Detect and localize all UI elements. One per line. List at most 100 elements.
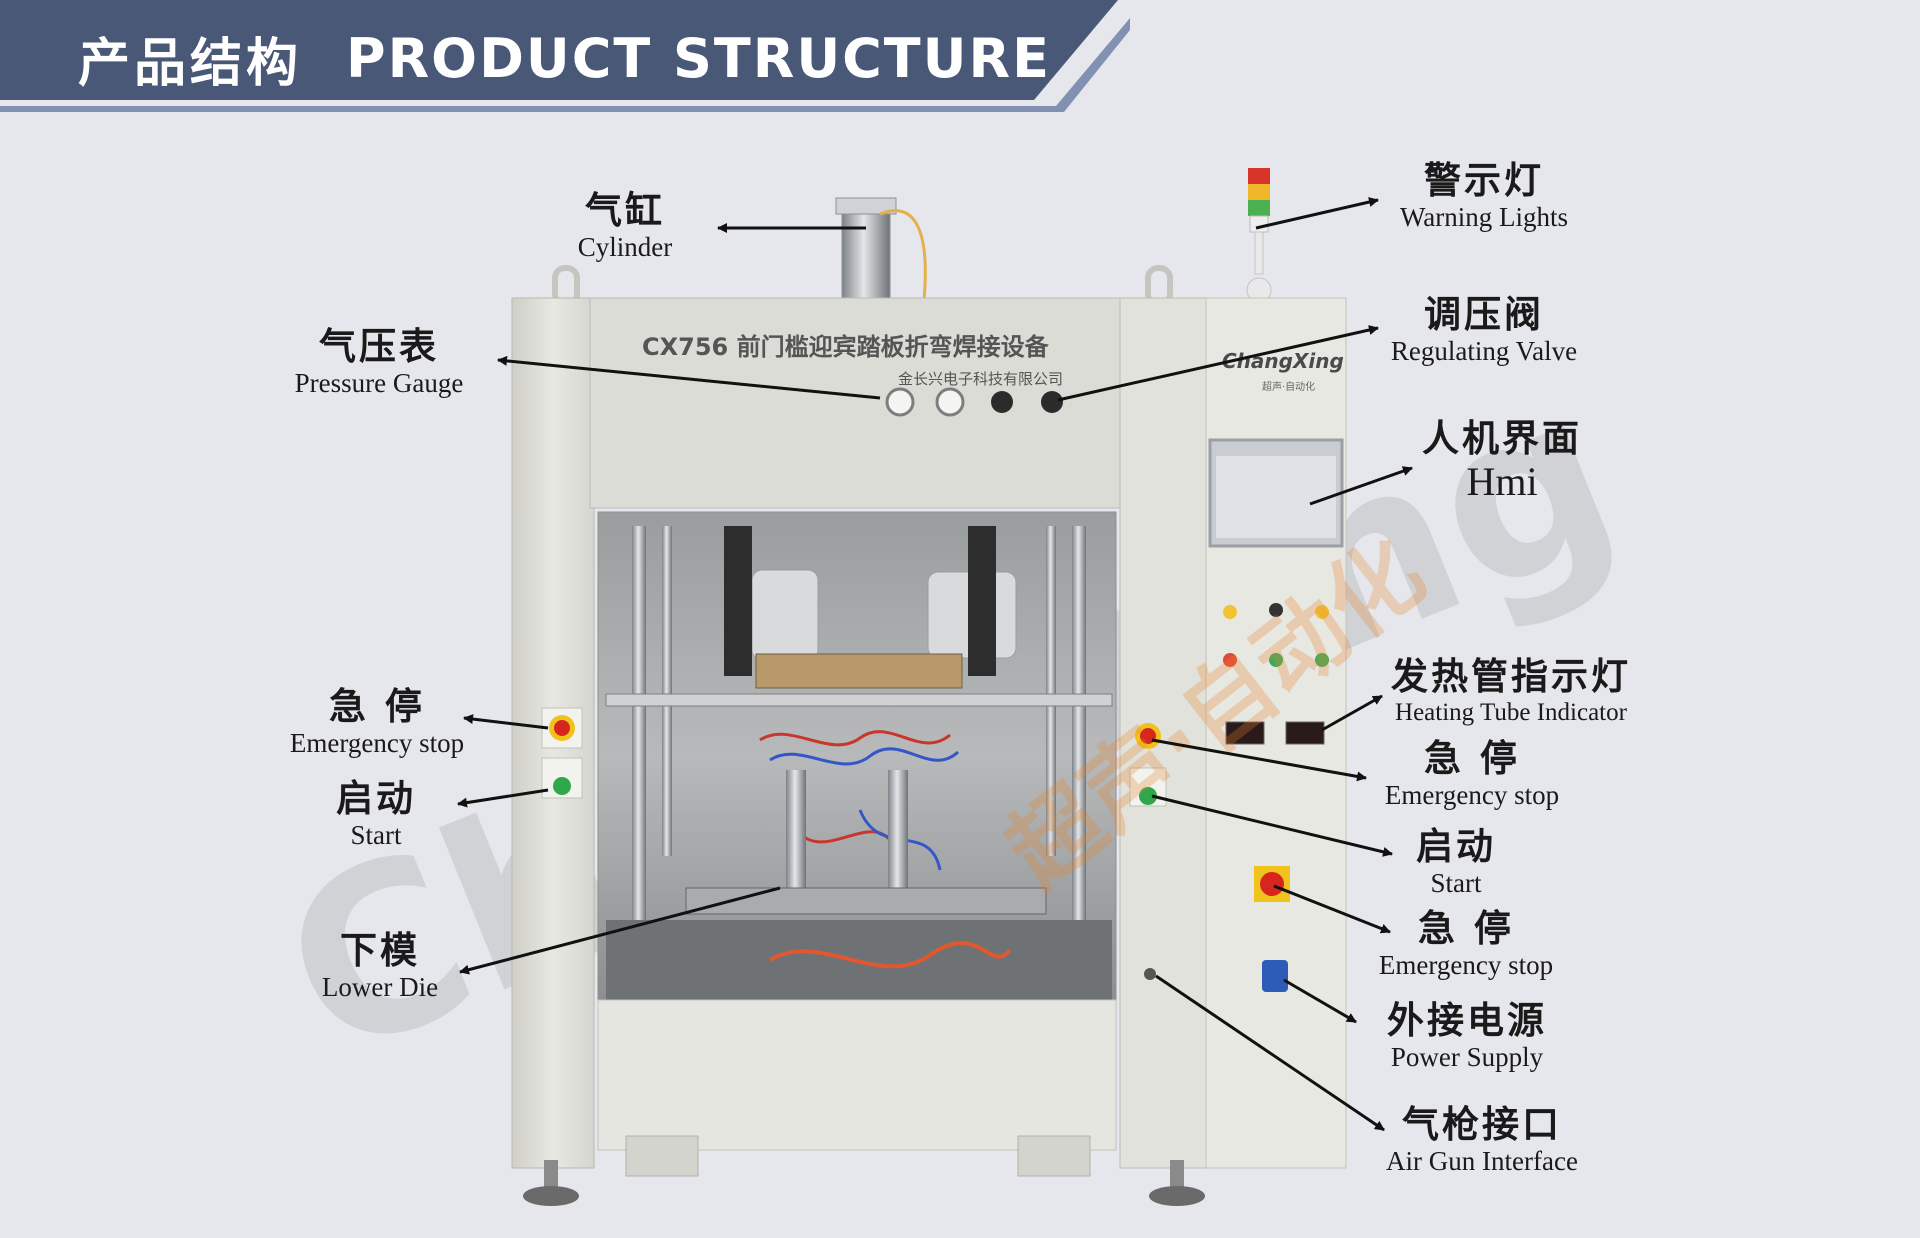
callout-pressure-gauge: 气压表 Pressure Gauge (276, 325, 482, 399)
brand-logo-sub: 超声·自动化 (1262, 380, 1315, 393)
brand-logo: ChangXing (1222, 349, 1344, 373)
arrow-icon (1255, 197, 1379, 230)
callout-en: Heating Tube Indicator (1395, 699, 1627, 726)
emergency-stop-icon (554, 720, 570, 736)
callout-heating-tube-indicator: 发热管指示灯 Heating Tube Indicator (1386, 656, 1636, 728)
callout-en: Pressure Gauge (294, 368, 464, 398)
heating-tube-display-2 (1285, 721, 1325, 745)
pressure-gauge-icon (885, 387, 915, 417)
company-name: 金长兴电子科技有限公司 (898, 370, 1063, 388)
arrow-icon (457, 788, 549, 808)
guide-rod (662, 526, 672, 856)
callout-start-left: 启动 Start (316, 777, 436, 851)
leveling-foot-icon (523, 1160, 579, 1206)
callout-cn: 急 停 (1424, 737, 1520, 780)
callout-en: Air Gun Interface (1386, 1146, 1578, 1176)
page-title: 产品结构 PRODUCT STRUCTURE (78, 18, 1051, 98)
start-button-icon (553, 777, 571, 795)
indicator-lamp-icon (1315, 605, 1329, 619)
callout-cn: 急 停 (329, 685, 425, 728)
callout-cn: 启动 (1416, 825, 1496, 868)
cable-chain (724, 526, 752, 676)
leveling-foot-icon (1149, 1160, 1205, 1206)
warning-light-icon (1246, 168, 1272, 303)
callout-arrows (457, 197, 1413, 1132)
callout-en: Power Supply (1390, 1042, 1544, 1072)
indicator-lamp-icon (1315, 653, 1329, 667)
callout-en: Lower Die (321, 972, 439, 1002)
callout-start-right: 启动 Start (1396, 825, 1516, 899)
arrow-icon (1309, 466, 1413, 506)
top-panel (589, 297, 1121, 509)
indicator-lamp-icon (1269, 653, 1283, 667)
upper-plate (605, 693, 1113, 707)
callout-cn: 调压阀 (1424, 293, 1544, 336)
start-button-icon (1139, 787, 1157, 805)
guide-rod (632, 526, 646, 946)
arrow-icon (1151, 794, 1393, 857)
cylinder-body (841, 201, 891, 311)
indicator-lamp-icon (1223, 605, 1237, 619)
callout-regulating-valve: 调压阀 Regulating Valve (1374, 293, 1594, 367)
callout-lower-die: 下模 Lower Die (310, 930, 450, 1003)
heating-plate (755, 653, 963, 689)
machine-base (597, 999, 1117, 1151)
work-chamber (597, 511, 1117, 1001)
cable-chain (968, 526, 996, 676)
emergency-stop-icon (1260, 872, 1284, 896)
header-band: 产品结构 PRODUCT STRUCTURE (0, 0, 1920, 120)
cylinder-cap (835, 197, 897, 215)
callout-en: Emergency stop (1384, 780, 1560, 810)
callout-en: Cylinder (577, 232, 673, 262)
power-socket-icon (1262, 960, 1288, 992)
page-title-en: PRODUCT STRUCTURE (346, 26, 1051, 90)
arrow-icon (1057, 325, 1379, 402)
header-shape (0, 0, 1130, 112)
guide-rod (1046, 526, 1056, 856)
callout-en: Start (350, 820, 402, 850)
callout-hmi: 人机界面 Hmi (1412, 418, 1592, 504)
red-hoses (768, 941, 1012, 969)
base-foot-block (1017, 1135, 1091, 1177)
callout-emergency-stop-left: 急 停 Emergency stop (282, 685, 472, 759)
callout-emergency-stop-right: 急 停 Emergency stop (1372, 737, 1572, 811)
callout-emergency-stop-right-2: 急 停 Emergency stop (1366, 907, 1566, 981)
arrow-icon (497, 355, 881, 400)
callout-cn: 气枪接口 (1402, 1103, 1562, 1146)
callout-en: Emergency stop (289, 728, 465, 758)
arrow-icon (1155, 974, 1385, 1132)
callout-cn: 气压表 (319, 325, 439, 368)
callout-cn: 气缸 (585, 189, 665, 232)
callout-cn: 警示灯 (1424, 159, 1544, 202)
knob-icon (991, 391, 1013, 413)
slide-cylinder (888, 770, 908, 890)
callout-en: Regulating Valve (1390, 336, 1578, 366)
slide-cylinder (786, 770, 806, 890)
callout-warning-lights: 警示灯 Warning Lights (1384, 159, 1584, 233)
arrow-icon (1321, 694, 1383, 732)
knob-icon (1269, 603, 1283, 617)
indicator-lamp-icon (1223, 653, 1237, 667)
callout-en: Warning Lights (1399, 202, 1569, 232)
callout-cn: 急 停 (1418, 907, 1514, 950)
callout-en: Emergency stop (1378, 950, 1554, 980)
model-title: CX756 前门槛迎宾踏板折弯焊接设备 (642, 333, 1050, 361)
lower-die-plate (685, 887, 1047, 915)
callout-cn: 外接电源 (1387, 999, 1547, 1042)
heating-tube-display-1 (1225, 721, 1265, 745)
arrow-icon (1273, 884, 1391, 934)
callout-en: Hmi (1466, 459, 1538, 504)
arrow-icon (1151, 738, 1367, 782)
arrow-icon (459, 886, 781, 975)
callout-cn: 启动 (336, 777, 416, 820)
header-fill (0, 0, 1118, 100)
arrow-icon (1283, 978, 1357, 1024)
callout-cn: 发热管指示灯 (1391, 655, 1631, 698)
knob-icon (1041, 391, 1063, 413)
callout-cylinder: 气缸 Cylinder (560, 189, 690, 263)
callout-cn: 人机界面 (1422, 417, 1582, 460)
hmi-display (1216, 456, 1336, 538)
callout-air-gun-interface: 气枪接口 Air Gun Interface (1362, 1103, 1602, 1177)
callout-en: Start (1430, 868, 1482, 898)
